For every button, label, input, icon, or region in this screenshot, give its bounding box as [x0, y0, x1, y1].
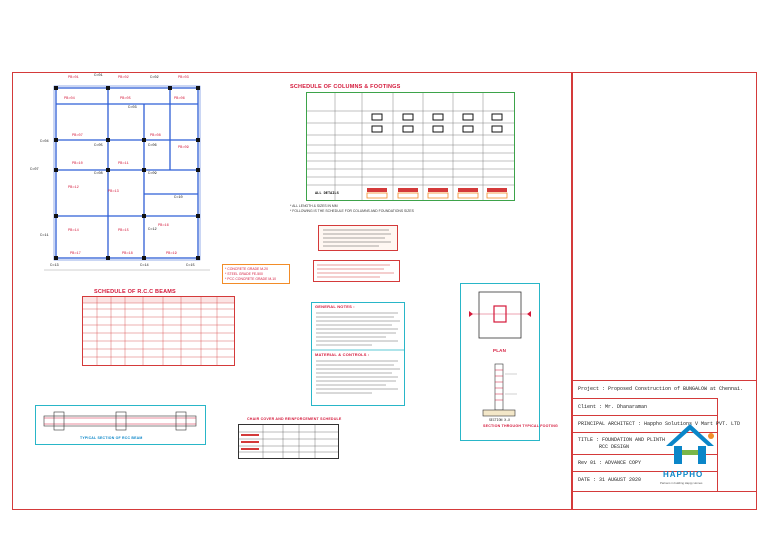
beam-label: PB=08 [150, 134, 161, 138]
general-notes-box: GENERAL NOTES : MATERIAL & CONTROLS : [311, 302, 405, 406]
beam-label: PB=17 [70, 252, 81, 256]
logo-name: HAPPHO [663, 470, 704, 479]
notes-lines [317, 264, 394, 278]
column-label: C=11 [40, 234, 49, 238]
beam-label: PB=01 [68, 76, 79, 80]
column-label: C=12 [148, 228, 157, 232]
beam-label: PB=11 [118, 162, 129, 166]
material-note: * PCC CONCRETE GRADE M-10 [225, 277, 277, 281]
title-block-rule [572, 432, 717, 433]
chair-table [238, 424, 339, 459]
beam-detail-caption: TYPICAL SECTION OF RCC BEAM [80, 436, 143, 440]
title-block-rule [572, 471, 717, 472]
beam-label: PB=07 [72, 134, 83, 138]
title-block-rule [717, 398, 718, 491]
column-label: C=02 [150, 76, 159, 80]
column-label: C=05 [94, 144, 103, 148]
beam-label: PB=02 [118, 76, 129, 80]
column-label: C=09 [148, 172, 157, 176]
drawing-sheet-border [12, 72, 757, 510]
column-label: C=14 [140, 264, 149, 268]
notes-red-box-2 [313, 260, 400, 282]
column-label: C=01 [94, 74, 103, 78]
title-block-rule [572, 415, 717, 416]
beam-label: PB=16 [158, 224, 169, 228]
column-label: C=08 [94, 172, 103, 176]
logo-tagline: Partners in building Happy Homes [660, 481, 703, 485]
title-block-rule [572, 491, 757, 492]
column-label: C=13 [50, 264, 59, 268]
plan-drawing [44, 85, 210, 271]
beam-detail-drawing [43, 411, 197, 431]
chair-table-grid [239, 425, 338, 458]
columns-schedule-grid [307, 93, 514, 200]
happho-logo: HAPPHO Partners in building Happy Homes [656, 420, 724, 490]
beam-label: PB=10 [72, 162, 83, 166]
columns-schedule-footer: ALL DETAILS [315, 192, 339, 196]
beam-schedule-heading: SCHEDULE OF R.C.C BEAMS [94, 289, 176, 295]
title-block-divider [571, 72, 573, 510]
footing-detail-box: PLAN SECTION X-X SECTION THROUGH TYPICAL… [460, 283, 558, 441]
column-label: C=15 [186, 264, 195, 268]
beam-label: PB=15 [118, 229, 129, 233]
footing-plan-heading: PLAN [493, 348, 507, 353]
column-label: C=10 [174, 196, 183, 200]
title-block-rule [572, 398, 717, 399]
beam-detail-box: TYPICAL SECTION OF RCC BEAM [35, 405, 206, 445]
material-note: * CONCRETE GRADE M-20 [225, 267, 268, 271]
section-label: SECTION X-X [489, 418, 511, 422]
beam-label: PB=04 [64, 97, 75, 101]
architect-text: PRINCIPAL ARCHITECT : Happho Solutions V… [578, 421, 741, 427]
material-note-box: * CONCRETE GRADE M-20 * STEEL GRADE FE-5… [222, 264, 290, 284]
title-text: TITLE : FOUNDATION AND PLINTH [578, 437, 666, 443]
beam-schedule-grid [83, 297, 234, 365]
general-notes-lines [312, 312, 404, 394]
column-label: C=04 [40, 140, 49, 144]
foundation-plan: PB=01 C=01 PB=02 C=02 PB=03 PB=04 PB=05 … [30, 74, 216, 272]
notes-red-box [318, 225, 398, 251]
revision-text: Rev 01 : ADVANCE COPY [578, 460, 642, 466]
notes-lines [323, 229, 391, 247]
columns-schedule-note: * FOLLOWING IS THE SCHEDULE FOR COLUMNS … [290, 209, 414, 213]
material-notes-heading: MATERIAL & CONTROLS : [315, 352, 370, 357]
beam-label: PB=19 [166, 252, 177, 256]
material-note: * STEEL GRADE FE-500 [225, 272, 263, 276]
general-notes-heading: GENERAL NOTES : [315, 304, 355, 309]
column-label: C=03 [128, 106, 137, 110]
date-text: DATE : 31 AUGUST 2020 [578, 477, 642, 483]
columns-schedule-note: * ALL LENGTH & SIZES IN MM [290, 204, 338, 208]
beam-label: PB=05 [120, 97, 131, 101]
client-text: Client : Mr. Dhanaraman [578, 404, 648, 410]
project-text: Project : Proposed Construction of BUNGA… [578, 386, 744, 392]
title-block-rule [572, 380, 757, 381]
house-logo-icon [666, 424, 714, 464]
beam-label: PB=18 [122, 252, 133, 256]
columns-schedule-heading: SCHEDULE OF COLUMNS & FOOTINGS [290, 84, 401, 90]
beam-schedule-table [82, 296, 235, 366]
beam-label: PB=06 [174, 97, 185, 101]
title-block-rule [572, 454, 717, 455]
beam-label: PB=12 [68, 186, 79, 190]
beam-label: PB=03 [178, 76, 189, 80]
columns-schedule-table: ALL DETAILS [306, 92, 515, 201]
column-label: C=07 [30, 168, 39, 172]
beam-label: PB=13 [108, 190, 119, 194]
beam-label: PB=09 [178, 146, 189, 150]
footing-detail-drawing [469, 291, 531, 417]
title-text-line2: RCC DESIGN [599, 444, 630, 450]
beam-label: PB=14 [68, 229, 79, 233]
column-label: C=06 [148, 144, 157, 148]
footing-section-heading: SECTION THROUGH TYPICAL FOOTING [483, 424, 559, 428]
chair-table-heading: CHAIR COVER AND REINFORCEMENT SCHEDULE [247, 417, 342, 421]
